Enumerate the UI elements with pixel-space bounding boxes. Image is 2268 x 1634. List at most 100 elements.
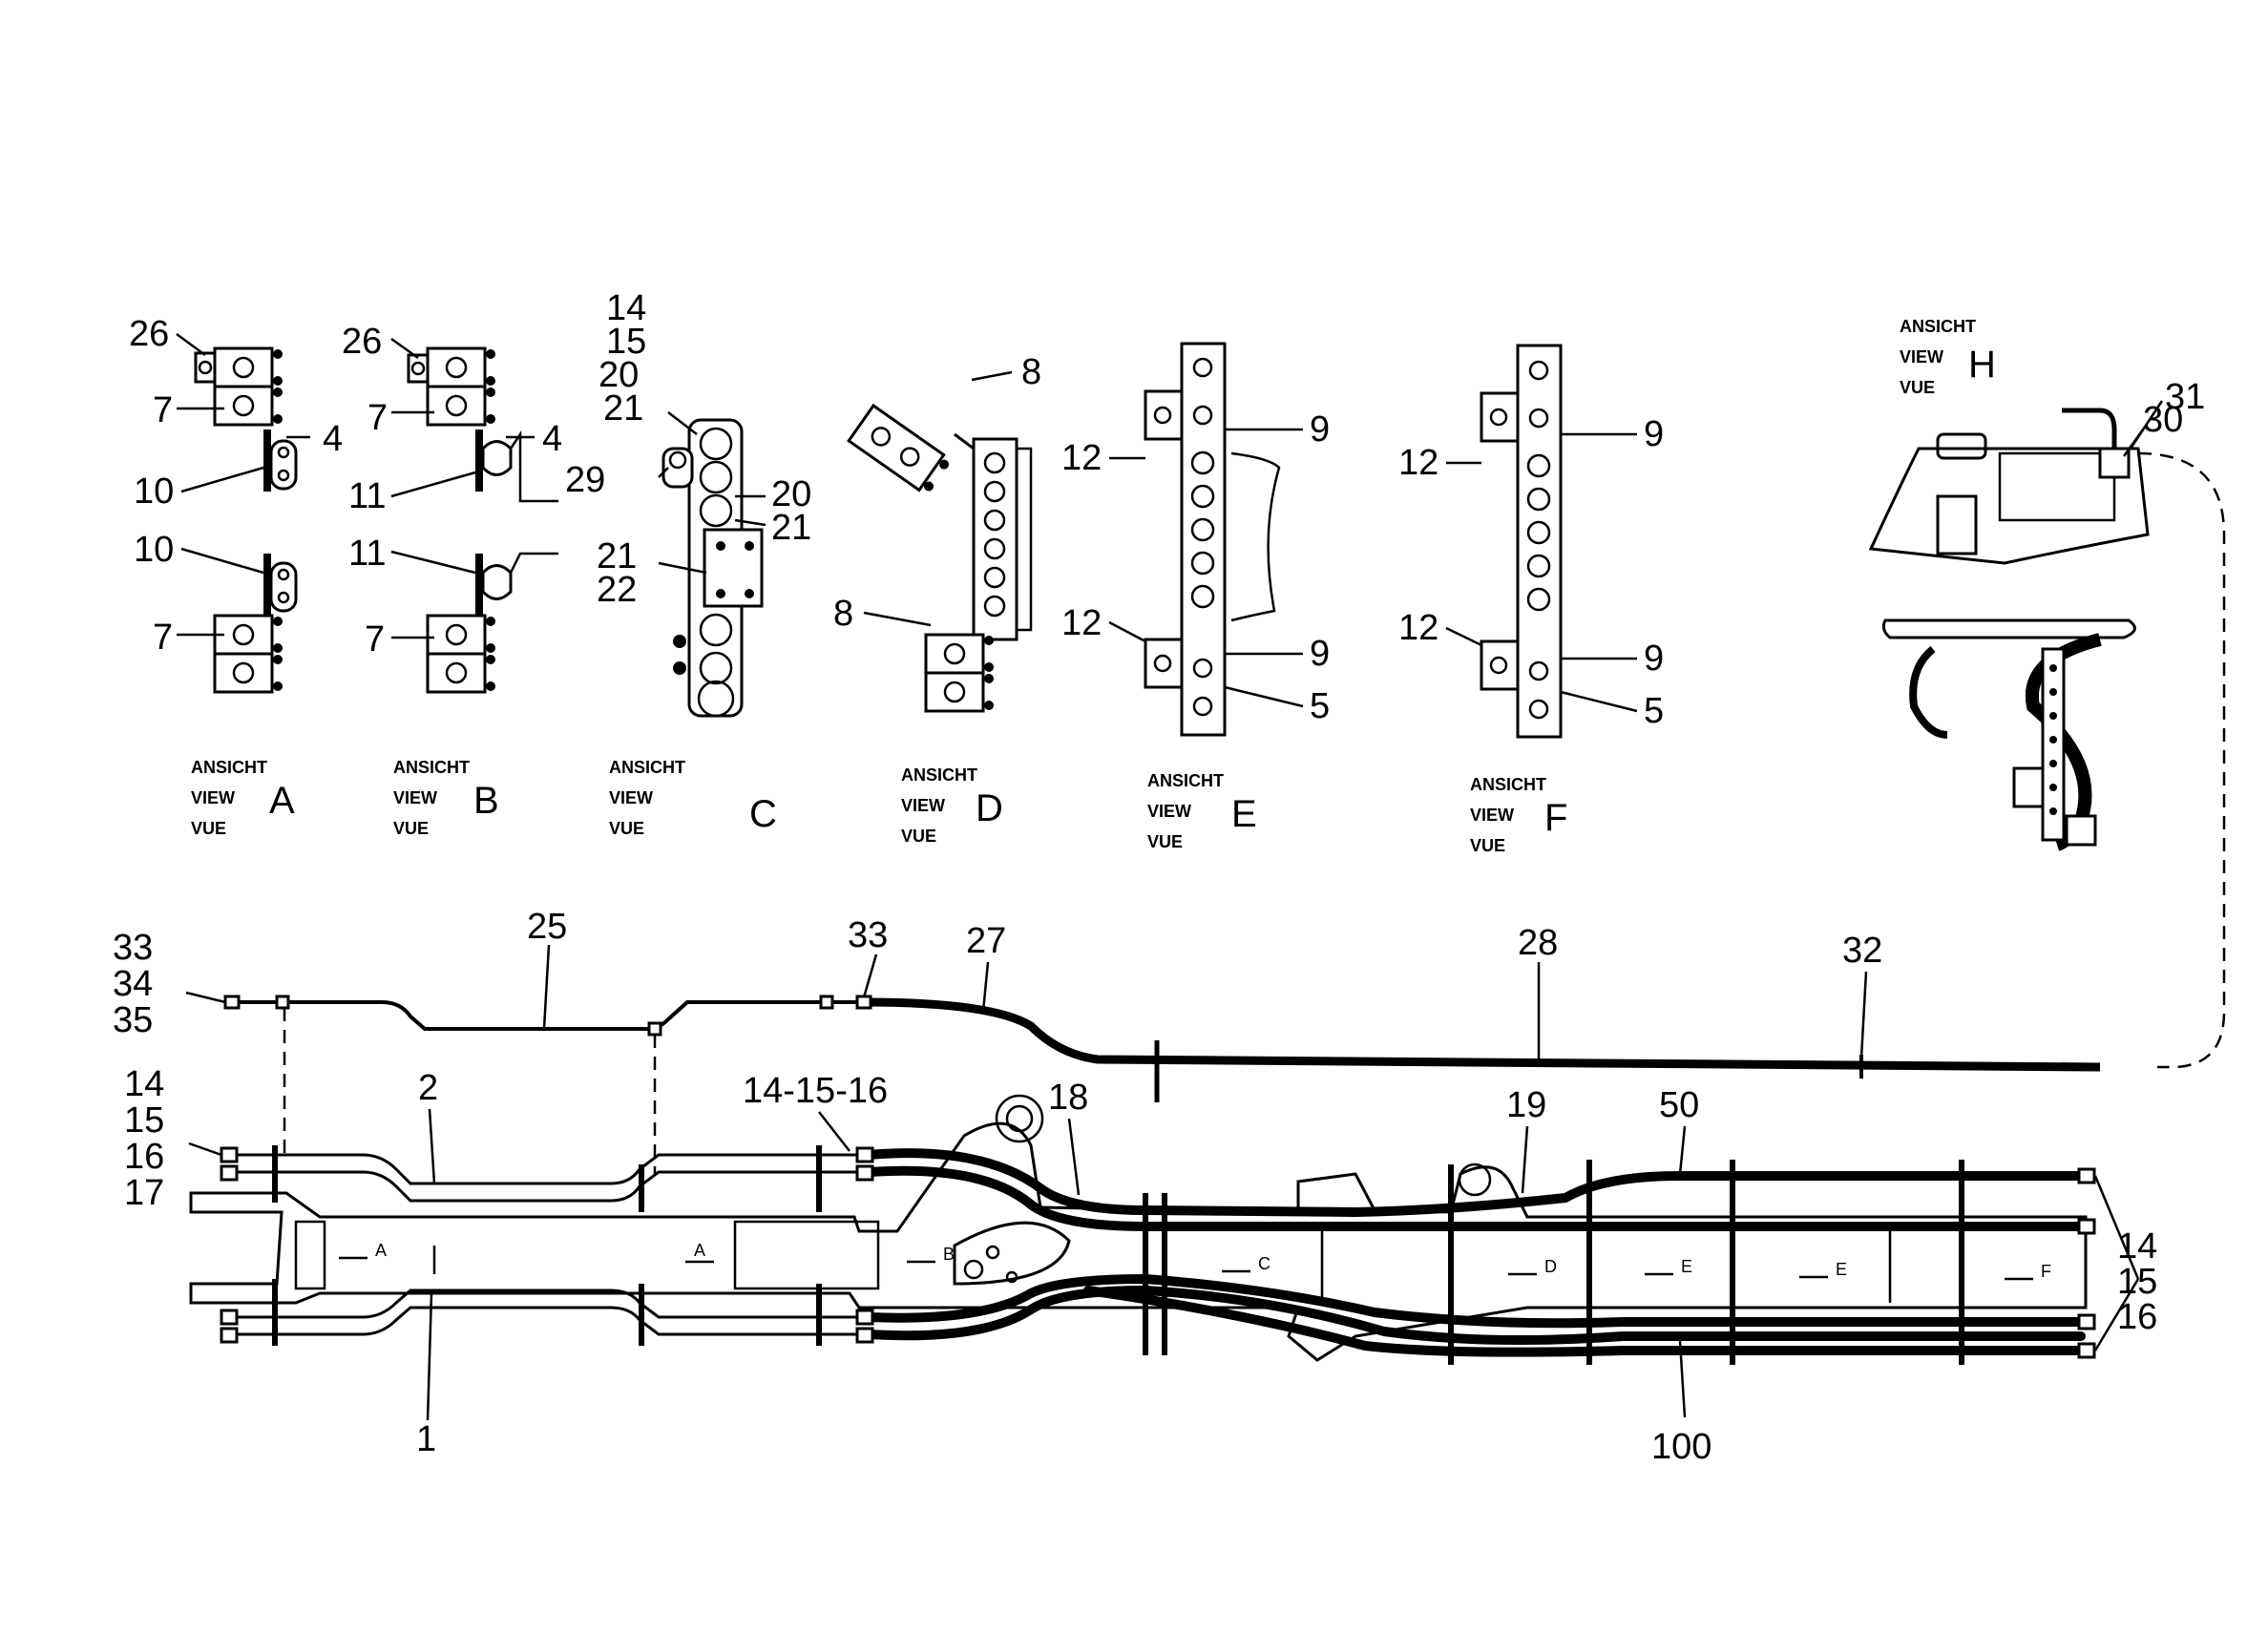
view-letter-d: D	[976, 787, 1003, 829]
callout-1: 1	[416, 1419, 436, 1459]
callout-100: 100	[1651, 1427, 1712, 1467]
svg-text:VUE: VUE	[1147, 832, 1183, 851]
view-c-detail: 14 15 20 21 29 20 21 21 22 ANSICHT VIEW …	[565, 288, 811, 838]
frame-arrow-e: E	[1836, 1260, 1847, 1279]
svg-text:ANSICHT: ANSICHT	[393, 758, 470, 777]
callout-12: 12	[1061, 438, 1102, 478]
view-a-detail: 26 7 4 10 10 7 ANSICHT VIEW VUE A	[129, 314, 343, 838]
callout-21: 21	[771, 508, 811, 548]
callout-2: 2	[418, 1068, 438, 1108]
callout-22: 22	[597, 570, 637, 610]
view-label-d: ANSICHT VIEW VUE D	[901, 765, 1003, 846]
callout-12: 12	[1398, 443, 1438, 483]
callout-30: 30	[2143, 400, 2183, 440]
callout-50: 50	[1659, 1085, 1699, 1125]
callout-20: 20	[771, 474, 811, 514]
svg-text:ANSICHT: ANSICHT	[1147, 771, 1224, 790]
callout-11: 11	[348, 476, 386, 516]
view-b-detail: 26 7 4 11 11 7 ANSICHT VIEW VUE B	[342, 322, 562, 838]
callout-7: 7	[365, 619, 385, 660]
view-label-e: ANSICHT VIEW VUE E	[1147, 771, 1257, 851]
callout-20: 20	[598, 355, 639, 395]
view-f-detail: 12 9 12 9 5 ANSICHT VIEW VUE F	[1398, 344, 1664, 855]
callout-29: 29	[565, 460, 605, 500]
callout-8: 8	[833, 594, 853, 634]
frame-section-arrows: A A B C D E E F	[339, 1241, 2051, 1281]
callout-9: 9	[1644, 414, 1664, 454]
callout-21: 21	[603, 388, 643, 429]
view-letter-f: F	[1544, 797, 1567, 839]
callout-7: 7	[153, 390, 173, 430]
callout-35: 35	[113, 1000, 153, 1040]
callout-15: 15	[124, 1100, 164, 1141]
svg-text:VIEW: VIEW	[1147, 802, 1191, 821]
svg-text:VIEW: VIEW	[1470, 806, 1514, 825]
callout-33: 33	[113, 928, 153, 968]
svg-text:VUE: VUE	[393, 819, 429, 838]
frame-arrow-c: C	[1258, 1254, 1270, 1273]
callout-10: 10	[134, 471, 174, 512]
view-letter-e: E	[1231, 793, 1257, 835]
callout-26: 26	[342, 322, 382, 362]
callout-7: 7	[368, 398, 388, 438]
callout-4: 4	[542, 419, 562, 459]
view-letter-c: C	[749, 793, 777, 835]
callout-18: 18	[1048, 1078, 1088, 1118]
view-label-a: ANSICHT VIEW VUE A	[191, 758, 295, 838]
frame-arrow-f: F	[2041, 1262, 2051, 1281]
callout-9: 9	[1310, 634, 1330, 674]
view-letter-b: B	[473, 780, 499, 822]
callout-15: 15	[2117, 1262, 2157, 1302]
svg-text:VIEW: VIEW	[393, 788, 437, 807]
callout-12: 12	[1398, 608, 1438, 648]
callout-9: 9	[1644, 639, 1664, 679]
svg-text:ANSICHT: ANSICHT	[901, 765, 977, 785]
callout-31: 31	[2165, 377, 2205, 417]
svg-text:VUE: VUE	[191, 819, 226, 838]
svg-text:VIEW: VIEW	[901, 796, 945, 815]
callout-16: 16	[124, 1137, 164, 1177]
callout-16: 16	[2117, 1297, 2157, 1337]
view-letter-h: H	[1968, 344, 1996, 386]
svg-text:VUE: VUE	[1900, 378, 1935, 397]
main-frame-assembly: A A B C D E E F 33 34 35 25 33 27 28 32 …	[113, 907, 2157, 1467]
callout-14: 14	[2117, 1226, 2157, 1267]
callout-21: 21	[597, 536, 637, 576]
callout-5: 5	[1310, 686, 1330, 726]
view-label-c: ANSICHT VIEW VUE C	[609, 758, 777, 838]
svg-text:ANSICHT: ANSICHT	[1470, 775, 1546, 794]
callout-8: 8	[1021, 352, 1041, 392]
callout-7: 7	[153, 618, 173, 658]
callout-34: 34	[113, 964, 153, 1004]
svg-text:VIEW: VIEW	[609, 788, 653, 807]
view-label-h: ANSICHT VIEW VUE H	[1900, 317, 1996, 397]
callout-14-15-16: 14-15-16	[743, 1071, 888, 1111]
frame-arrow-a: A	[694, 1241, 705, 1260]
svg-text:VIEW: VIEW	[1900, 347, 1943, 367]
callout-33: 33	[848, 915, 888, 955]
view-label-b: ANSICHT VIEW VUE B	[393, 758, 499, 838]
callout-4: 4	[323, 419, 343, 459]
svg-text:VIEW: VIEW	[191, 788, 235, 807]
callout-25: 25	[527, 907, 567, 947]
callout-32: 32	[1842, 931, 1882, 971]
callout-14: 14	[124, 1064, 164, 1104]
callout-27: 27	[966, 921, 1006, 961]
callout-14: 14	[606, 288, 646, 328]
callout-11: 11	[348, 534, 386, 574]
svg-text:VUE: VUE	[609, 819, 644, 838]
callout-17: 17	[124, 1173, 164, 1213]
callout-15: 15	[606, 322, 646, 362]
view-h-detail: ANSICHT VIEW VUE H 31 30	[1868, 317, 2226, 1069]
view-label-f: ANSICHT VIEW VUE F	[1470, 775, 1567, 855]
view-d-detail: 8 8 ANSICHT VIEW VUE D	[833, 352, 1041, 846]
frame-arrow-d: D	[1544, 1257, 1557, 1276]
frame-arrow-a: A	[375, 1241, 387, 1260]
svg-text:ANSICHT: ANSICHT	[1900, 317, 1976, 336]
svg-text:ANSICHT: ANSICHT	[191, 758, 267, 777]
view-e-detail: 12 9 12 9 5 ANSICHT VIEW VUE E	[1061, 342, 1330, 851]
callout-28: 28	[1518, 923, 1558, 963]
callout-26: 26	[129, 314, 169, 354]
callout-5: 5	[1644, 691, 1664, 731]
